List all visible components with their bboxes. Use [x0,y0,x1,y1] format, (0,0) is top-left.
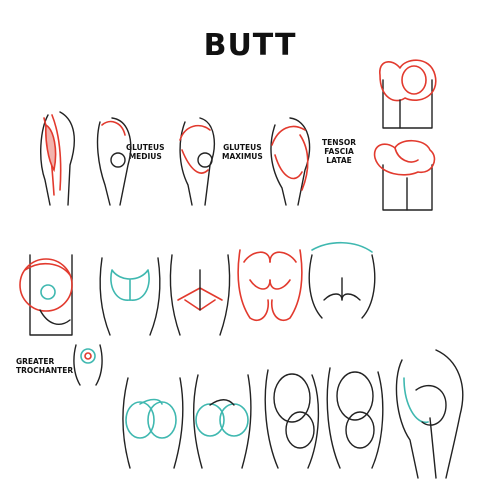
pelvis-muscles-back [237,249,303,322]
label-gluteus-maximus: GLUTEUS MAXIMUS [222,143,263,161]
label-greater-trochanter: GREATER TROCHANTER [16,357,74,375]
finished-side-study [395,349,464,479]
sheet-title: BUTT [203,28,297,63]
muscle-sketch-side-3 [179,117,216,206]
volume-block-bottom [373,139,436,211]
volume-block-top [379,59,437,129]
pelvis-guide-back-1 [99,257,161,336]
volume-study-4 [326,367,384,469]
pelvis-guide-back-2 [169,254,231,336]
trochanter-hip-study [19,254,73,336]
volume-study-3 [264,369,320,469]
muscle-sketch-side-2 [96,117,132,206]
label-tensor-fascia-latae: TENSOR FASCIA LATAE [322,138,357,165]
label-gluteus-medius: GLUTEUS MEDIUS [126,143,165,161]
trochanter-callout [73,344,103,386]
muscle-sketch-side-4 [270,117,311,206]
volume-study-1 [122,377,184,469]
volume-study-2 [192,374,252,469]
muscle-sketch-side-1 [40,111,76,206]
pelvis-guide-curve [308,241,376,319]
